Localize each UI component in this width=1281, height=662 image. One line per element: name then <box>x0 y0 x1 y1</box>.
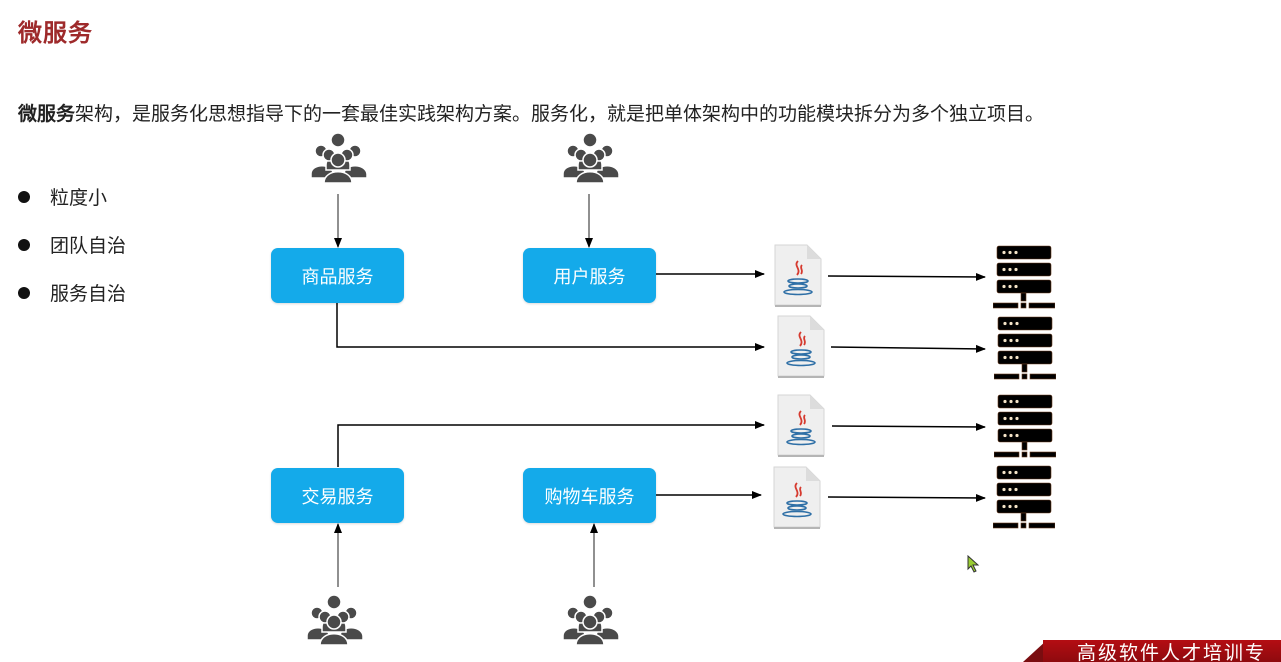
arrow-artifact-to-server <box>830 344 986 353</box>
bullet-icon <box>18 239 30 251</box>
users-icon <box>307 594 364 646</box>
server-rack-icon <box>994 394 1056 458</box>
footer-banner: 高级软件人才培训专 <box>1023 640 1281 662</box>
banner-corner <box>1023 640 1047 662</box>
arrow-artifact-to-server <box>827 272 986 281</box>
intro-bold-term: 微服务 <box>18 103 76 125</box>
service-label: 购物车服务 <box>544 486 635 508</box>
list-item: 团队自治 <box>18 225 126 273</box>
intro-paragraph: 微服务架构，是服务化思想指导下的一套最佳实践架构方案。服务化，就是把单体架构中的… <box>18 89 1208 139</box>
mouse-cursor-icon <box>967 555 980 573</box>
list-item-label: 服务自治 <box>50 283 127 305</box>
list-item: 粒度小 <box>18 177 126 225</box>
java-file-icon <box>774 244 822 307</box>
service-product: 商品服务 <box>271 248 404 303</box>
arrow-product-to-artifact <box>336 302 765 351</box>
list-item: 服务自治 <box>18 273 126 321</box>
service-user: 用户服务 <box>523 248 656 303</box>
bullet-icon <box>18 287 30 299</box>
users-icon <box>563 132 620 184</box>
intro-text: 架构，是服务化思想指导下的一套最佳实践架构方案。服务化，就是把单体架构中的功能模… <box>75 103 1045 125</box>
list-item-label: 团队自治 <box>50 235 127 257</box>
service-label: 用户服务 <box>553 266 626 288</box>
service-label: 商品服务 <box>301 266 374 288</box>
service-label: 交易服务 <box>301 486 374 508</box>
slide-title: 微服务 <box>18 19 93 47</box>
server-rack-icon <box>993 245 1055 309</box>
users-icon <box>311 132 368 184</box>
java-file-icon <box>773 466 821 529</box>
arrow-artifact-to-server <box>831 422 986 431</box>
java-file-icon <box>777 315 825 378</box>
java-file-icon <box>777 394 825 457</box>
service-cart: 购物车服务 <box>523 468 656 523</box>
arrow-trade-to-artifact <box>337 421 765 467</box>
server-rack-icon <box>993 465 1055 529</box>
banner-text: 高级软件人才培训专 <box>1043 640 1281 662</box>
users-icon <box>563 594 620 646</box>
feature-list: 粒度小 团队自治 服务自治 <box>18 177 126 321</box>
service-trade: 交易服务 <box>271 468 404 523</box>
arrow-artifact-to-server <box>827 493 986 502</box>
server-rack-icon <box>994 316 1056 380</box>
bullet-icon <box>18 191 30 203</box>
list-item-label: 粒度小 <box>50 187 108 209</box>
